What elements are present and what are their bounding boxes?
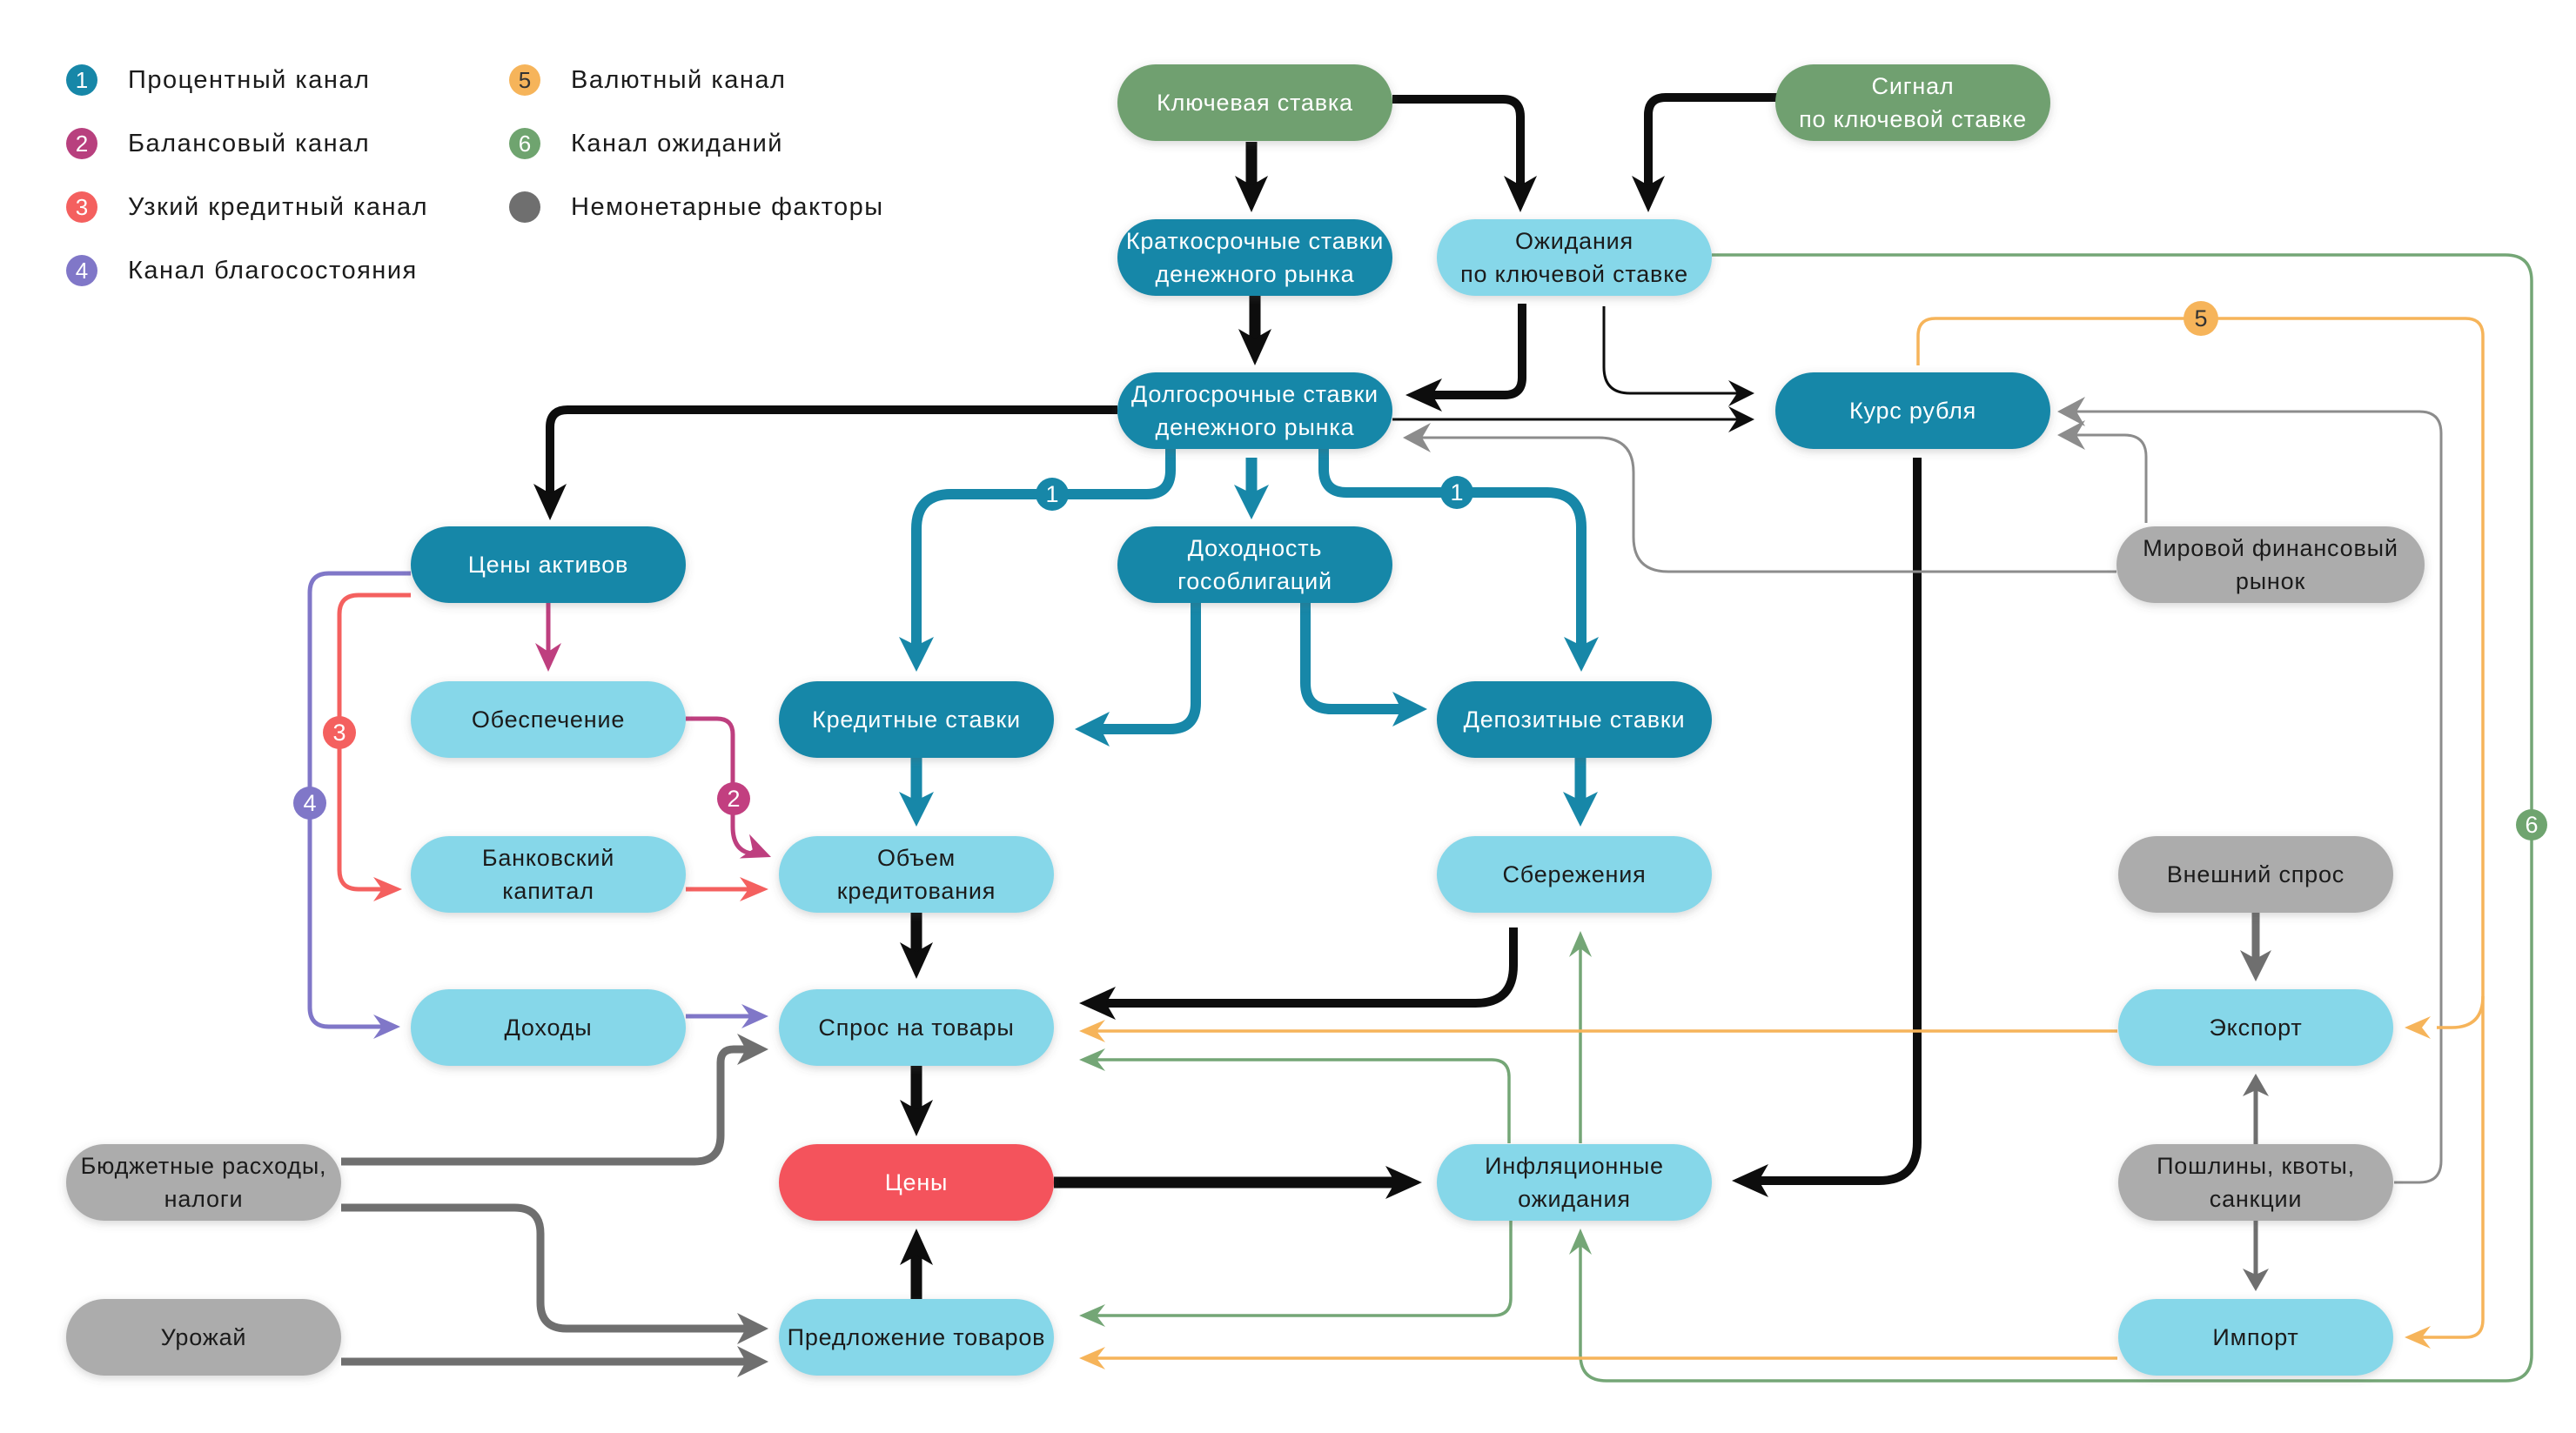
svg-text:Долгосрочные ставки: Долгосрочные ставки (1131, 381, 1379, 407)
svg-text:Мировой финансовый: Мировой финансовый (2143, 535, 2398, 561)
svg-text:налоги: налоги (164, 1186, 244, 1212)
svg-text:1: 1 (1045, 481, 1058, 507)
svg-text:5: 5 (519, 67, 531, 93)
svg-text:Ключевая ставка: Ключевая ставка (1157, 90, 1353, 116)
svg-text:Доходы: Доходы (505, 1014, 593, 1041)
svg-text:Предложение товаров: Предложение товаров (788, 1324, 1046, 1350)
svg-text:Экспорт: Экспорт (2209, 1014, 2302, 1041)
svg-text:Краткосрочные ставки: Краткосрочные ставки (1126, 228, 1384, 254)
svg-text:Урожай: Урожай (161, 1324, 247, 1350)
svg-text:Спрос на товары: Спрос на товары (818, 1014, 1014, 1041)
svg-text:Немонетарные факторы: Немонетарные факторы (571, 193, 884, 221)
svg-text:Внешний спрос: Внешний спрос (2167, 861, 2345, 887)
svg-text:Балансовый канал: Балансовый канал (128, 130, 370, 157)
svg-text:Валютный канал: Валютный канал (571, 66, 786, 94)
svg-text:Бюджетные расходы,: Бюджетные расходы, (81, 1153, 327, 1179)
svg-text:Ожидания: Ожидания (1515, 228, 1633, 254)
svg-text:Канал ожиданий: Канал ожиданий (571, 130, 783, 157)
svg-text:капитал: капитал (502, 878, 594, 904)
svg-text:Депозитные ставки: Депозитные ставки (1464, 706, 1686, 733)
svg-text:Банковский: Банковский (482, 845, 614, 871)
svg-text:1: 1 (1450, 479, 1463, 506)
svg-text:гособлигаций: гособлигаций (1177, 568, 1332, 594)
svg-text:3: 3 (76, 194, 88, 220)
svg-text:денежного рынка: денежного рынка (1156, 261, 1355, 287)
svg-text:Канал благосостояния: Канал благосостояния (128, 257, 418, 285)
svg-text:6: 6 (519, 131, 531, 157)
svg-text:Импорт: Импорт (2212, 1324, 2298, 1350)
svg-text:Доходность: Доходность (1188, 535, 1323, 561)
svg-text:1: 1 (76, 67, 88, 93)
svg-text:Пошлины, квоты,: Пошлины, квоты, (2157, 1153, 2355, 1179)
svg-text:денежного рынка: денежного рынка (1156, 414, 1355, 440)
svg-text:Цены: Цены (885, 1169, 949, 1195)
svg-text:по ключевой ставке: по ключевой ставке (1460, 261, 1688, 287)
svg-text:Инфляционные: Инфляционные (1485, 1153, 1664, 1179)
svg-text:по ключевой ставке: по ключевой ставке (1799, 106, 2027, 132)
svg-text:Процентный канал: Процентный канал (128, 66, 370, 94)
svg-text:5: 5 (2194, 305, 2207, 331)
svg-text:2: 2 (76, 131, 88, 157)
svg-text:Узкий кредитный канал: Узкий кредитный канал (128, 193, 428, 221)
svg-text:4: 4 (303, 790, 316, 816)
svg-text:3: 3 (332, 720, 345, 746)
svg-text:Курс рубля: Курс рубля (1849, 398, 1976, 424)
svg-text:2: 2 (727, 786, 740, 812)
svg-text:Сбережения: Сбережения (1502, 861, 1646, 887)
svg-text:рынок: рынок (2236, 568, 2305, 594)
svg-text:Кредитные ставки: Кредитные ставки (812, 706, 1021, 733)
svg-text:кредитования: кредитования (837, 878, 996, 904)
svg-text:санкции: санкции (2210, 1186, 2302, 1212)
svg-text:4: 4 (76, 258, 88, 284)
svg-text:Цены активов: Цены активов (468, 552, 628, 578)
svg-text:Обеспечение: Обеспечение (472, 706, 625, 733)
svg-text:Сигнал: Сигнал (1872, 73, 1955, 99)
svg-text:Объем: Объем (877, 845, 956, 871)
svg-text:6: 6 (2525, 812, 2538, 838)
svg-text:ожидания: ожидания (1518, 1186, 1631, 1212)
